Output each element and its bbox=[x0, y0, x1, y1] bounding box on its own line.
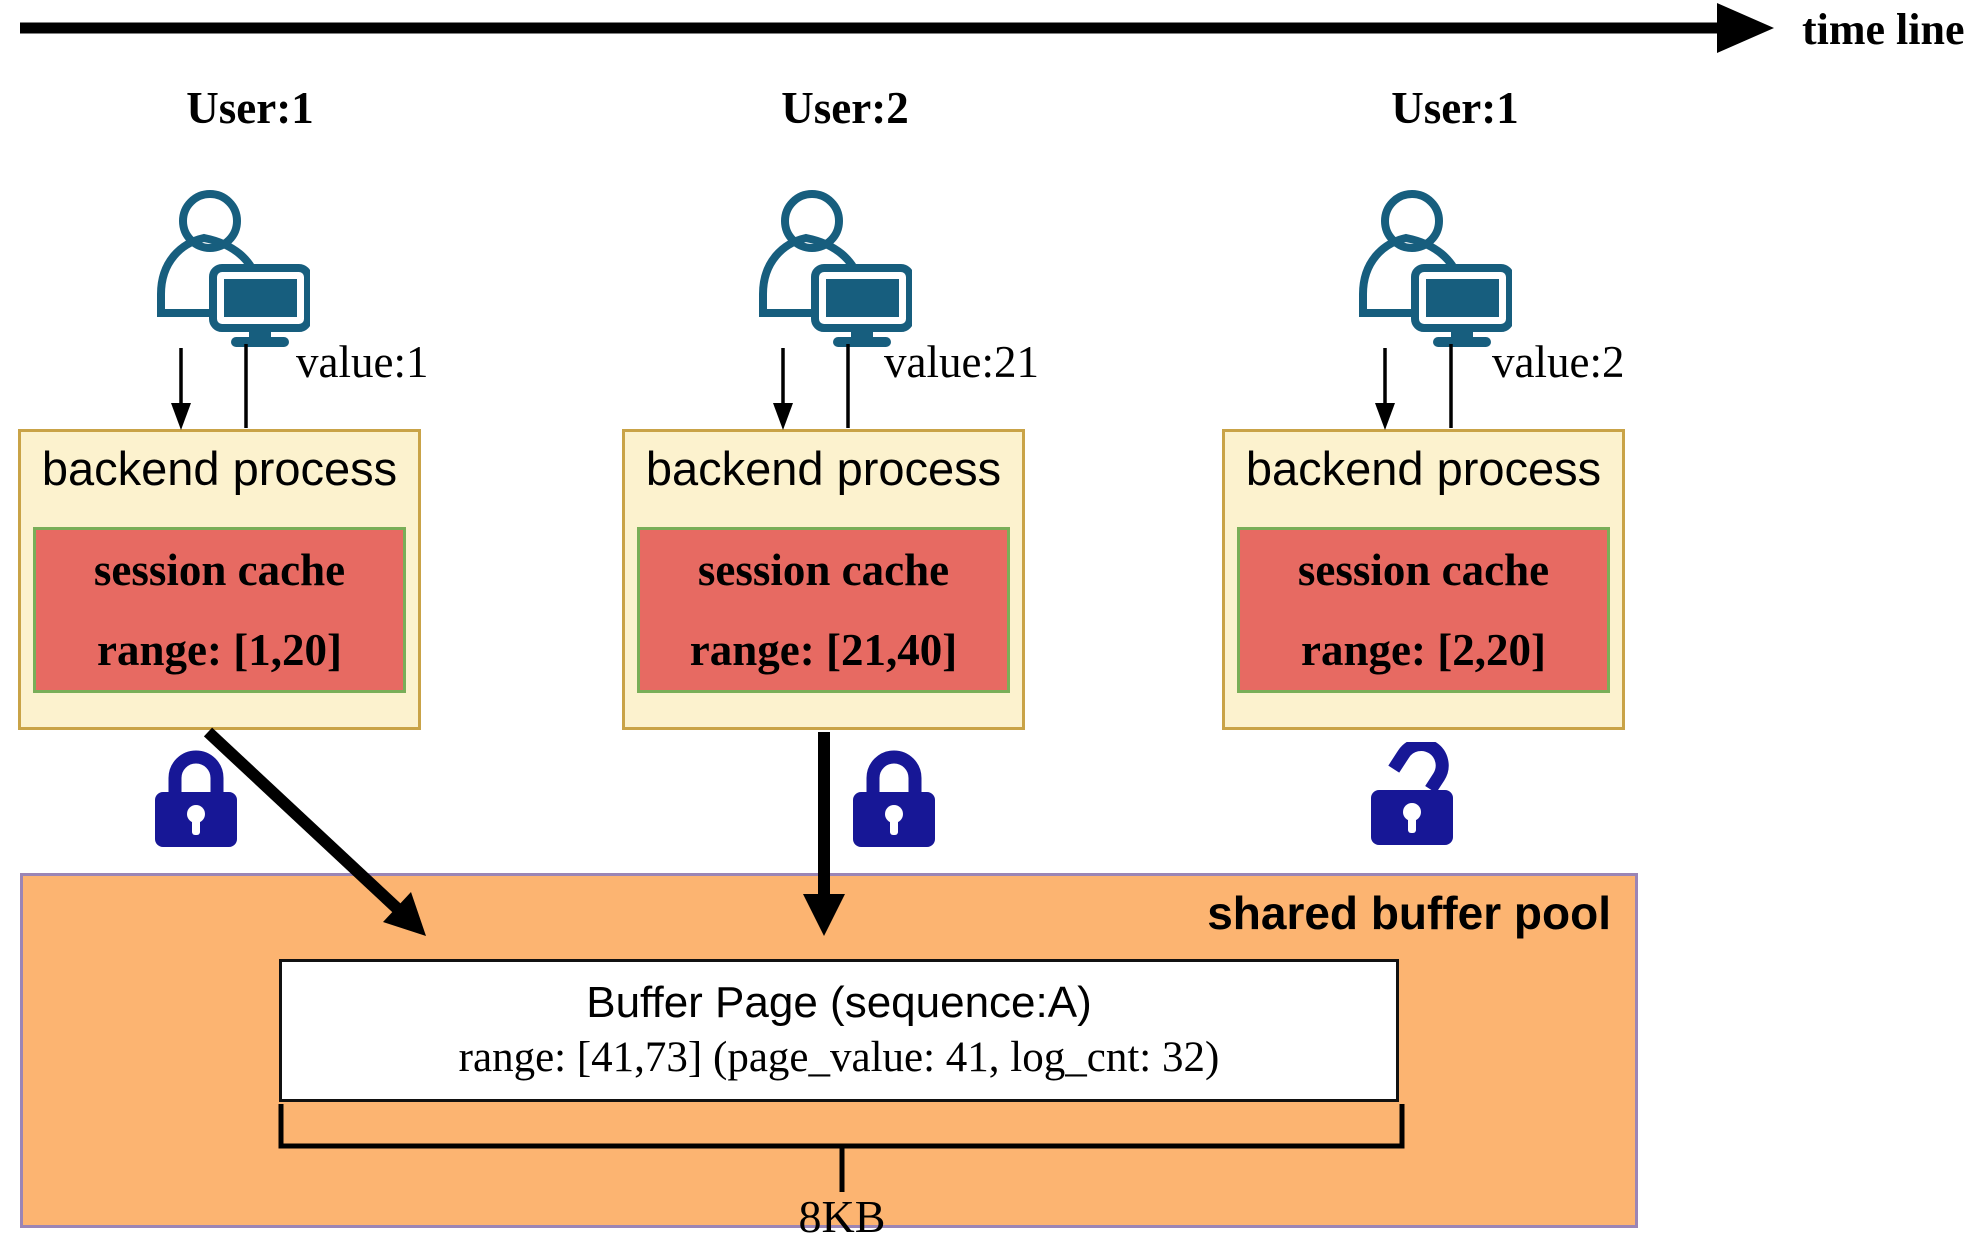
padlock-locked-icon bbox=[853, 750, 935, 847]
person-at-monitor-icon bbox=[759, 190, 912, 347]
page-size-label: 8KB bbox=[798, 1191, 886, 1242]
session-cache-title: session cache bbox=[1297, 544, 1550, 595]
session-cache-title: session cache bbox=[697, 544, 950, 595]
backend-process-label: backend process bbox=[645, 442, 1002, 495]
value-label-2: value:21 bbox=[884, 337, 1039, 387]
buffer-page-title: Buffer Page (sequence:A) bbox=[586, 978, 1092, 1027]
person-at-monitor-icon bbox=[1359, 190, 1512, 347]
session-cache-box: session cache range: [2,20] bbox=[1237, 527, 1610, 693]
backend-process-label: backend process bbox=[41, 442, 398, 495]
session-cache-box: session cache range: [21,40] bbox=[637, 527, 1010, 693]
user1-request-arrow-icon bbox=[171, 344, 248, 430]
session-cache-box: session cache range: [1,20] bbox=[33, 527, 406, 693]
backend-process-box-1: backend process session cache range: [1,… bbox=[18, 429, 421, 730]
session-cache-range: range: [1,20] bbox=[97, 625, 342, 675]
value-label-3: value:2 bbox=[1492, 337, 1625, 387]
session-cache-range: range: [21,40] bbox=[689, 625, 958, 675]
buffer-page-detail: range: [41,73] (page_value: 41, log_cnt:… bbox=[458, 1034, 1220, 1081]
buffer-page-box: Buffer Page (sequence:A) range: [41,73] … bbox=[279, 959, 1399, 1102]
shared-buffer-pool-label: shared buffer pool bbox=[1207, 887, 1611, 939]
timeline-label: time line bbox=[1802, 5, 1965, 54]
session-cache-range: range: [2,20] bbox=[1301, 625, 1546, 675]
user3-request-arrow-icon bbox=[1375, 344, 1453, 430]
backend-process-box-2: backend process session cache range: [21… bbox=[622, 429, 1025, 730]
user-label-2: User:2 bbox=[781, 83, 909, 133]
person-at-monitor-icon bbox=[157, 190, 310, 347]
session-cache-title: session cache bbox=[93, 544, 346, 595]
padlock-locked-icon bbox=[155, 750, 237, 847]
user2-request-arrow-icon bbox=[773, 344, 850, 430]
padlock-unlocked-icon bbox=[1371, 742, 1453, 845]
user-label-3: User:1 bbox=[1391, 83, 1519, 133]
timeline-arrow-icon bbox=[20, 3, 1774, 53]
backend-process-box-3: backend process session cache range: [2,… bbox=[1222, 429, 1625, 730]
backend-process-label: backend process bbox=[1245, 442, 1602, 495]
value-label-1: value:1 bbox=[296, 337, 429, 387]
user-label-1: User:1 bbox=[186, 83, 314, 133]
